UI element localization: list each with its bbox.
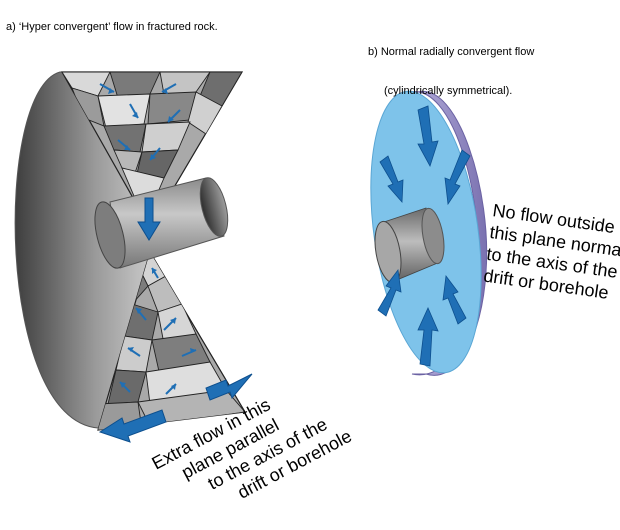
- panel-a-caption: a) ‘Hyper convergent’ flow in fractured …: [6, 21, 218, 33]
- radial-flow-diagram: No flow outside this plane normal to the…: [370, 90, 620, 376]
- axial-flow-arrow-right: [205, 373, 253, 401]
- radial-arrow: [377, 268, 402, 317]
- radial-flow-arrows: [377, 105, 471, 367]
- panel-b-caption-line: (cylindrically symmetrical).: [384, 85, 513, 97]
- radial-arrow: [417, 105, 439, 168]
- radial-arrow: [442, 274, 467, 325]
- panel-b-annotation: No flow outside this plane normal to the…: [482, 200, 620, 305]
- radial-arrow: [417, 307, 439, 367]
- disc-edge: [409, 90, 488, 376]
- borehole-cylinder: [374, 207, 445, 284]
- fracture-wedge-top: [60, 71, 244, 230]
- central-flow-arrow: [137, 197, 161, 241]
- drift-cylinder: [94, 177, 229, 269]
- fracture-flow-arrows: [99, 83, 197, 395]
- panel-b-caption-line: b) Normal radially convergent flow: [368, 46, 535, 58]
- panel-b-caption: b) Normal radially convergent flow (cyli…: [368, 20, 534, 111]
- radial-arrow: [444, 149, 471, 206]
- radial-arrow: [379, 155, 404, 204]
- hyper-convergent-flow-diagram: Extra flow in this plane parallel to the…: [14, 71, 355, 503]
- axial-flow-arrow-left: [98, 409, 167, 443]
